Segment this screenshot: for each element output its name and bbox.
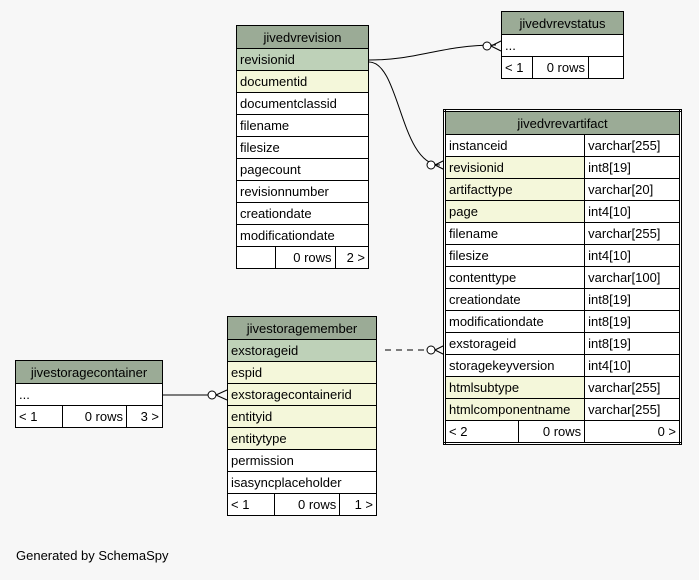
column-artifacttype: artifacttype	[443, 178, 586, 201]
column-htmlcomponentname: htmlcomponentname	[443, 398, 586, 421]
column-instanceid: instanceid	[443, 134, 586, 157]
footer-parents: < 2	[444, 420, 519, 444]
footer-parents	[236, 246, 276, 269]
column-documentid: documentid	[236, 70, 369, 93]
table-title: jivestoragecontainer	[15, 360, 163, 384]
column-pagecount: pagecount	[236, 158, 369, 181]
table-jivedvrevstatus[interactable]: jivedvrevstatus ... < 1 0 rows	[500, 11, 624, 79]
column-filename: filename	[236, 114, 369, 137]
footer-children	[588, 56, 624, 79]
footer-children: 2 >	[334, 246, 370, 269]
column-type: int8[19]	[584, 310, 681, 333]
footer-rows: 0 rows	[532, 56, 589, 79]
footer-children: 1 >	[339, 493, 377, 516]
column-type: varchar[255]	[584, 376, 681, 399]
column-filesize: filesize	[236, 136, 369, 159]
column-permission: permission	[227, 449, 377, 472]
edge-revision-revstatus	[368, 44, 497, 61]
column-type: varchar[20]	[584, 178, 681, 201]
footer-rows: 0 rows	[275, 246, 336, 269]
table-title: jivedvrevartifact	[444, 110, 681, 135]
footer-parents: < 1	[15, 405, 63, 428]
column-creationdate: creationdate	[443, 288, 586, 311]
column-exstorageid: exstorageid	[227, 339, 377, 362]
column-ellipsis: ...	[501, 34, 624, 57]
column-type: varchar[255]	[584, 222, 681, 245]
column-storagekeyversion: storagekeyversion	[443, 354, 586, 377]
column-filename: filename	[443, 222, 586, 245]
generated-by-label: Generated by SchemaSpy	[16, 548, 169, 563]
column-type: int4[10]	[584, 200, 681, 223]
column-exstorageid: exstorageid	[443, 332, 586, 355]
footer-parents: < 1	[227, 493, 275, 516]
edge-crowfoot	[490, 40, 502, 52]
edge-optional-marker	[207, 390, 217, 400]
column-htmlsubtype: htmlsubtype	[443, 376, 586, 399]
column-type: int8[19]	[584, 156, 681, 179]
column-modificationdate: modificationdate	[236, 224, 369, 247]
column-creationdate: creationdate	[236, 202, 369, 225]
column-entityid: entityid	[227, 405, 377, 428]
column-exstoragecontainerid: exstoragecontainerid	[227, 383, 377, 406]
column-type: varchar[255]	[584, 134, 681, 157]
column-revisionnumber: revisionnumber	[236, 180, 369, 203]
footer-children: 0 >	[584, 420, 681, 444]
column-filesize: filesize	[443, 244, 586, 267]
column-type: int8[19]	[584, 288, 681, 311]
table-jivedvrevision[interactable]: jivedvrevision revisionid documentid doc…	[236, 25, 370, 269]
column-entitytype: entitytype	[227, 427, 377, 450]
column-type: varchar[100]	[584, 266, 681, 289]
column-espid: espid	[227, 361, 377, 384]
footer-rows: 0 rows	[273, 493, 341, 516]
table-title: jivestoragemember	[227, 316, 377, 340]
column-isasyncplaceholder: isasyncplaceholder	[227, 471, 377, 494]
edge-optional-marker	[426, 345, 436, 355]
edge-revision-revartifact	[368, 61, 441, 166]
column-page: page	[443, 200, 586, 223]
column-modificationdate: modificationdate	[443, 310, 586, 333]
edge-optional-marker	[426, 160, 436, 170]
table-jivestoragemember[interactable]: jivestoragemember exstorageid espid exst…	[227, 316, 377, 516]
edge-crowfoot	[215, 389, 228, 401]
column-type: int4[10]	[584, 354, 681, 377]
footer-rows: 0 rows	[517, 420, 586, 444]
footer-children: 3 >	[126, 405, 163, 428]
column-ellipsis: ...	[15, 383, 163, 406]
column-revisionid: revisionid	[443, 156, 586, 179]
column-type: int8[19]	[584, 332, 681, 355]
table-jivestoragecontainer[interactable]: jivestoragecontainer ... < 1 0 rows 3 >	[15, 360, 163, 428]
column-type: int4[10]	[584, 244, 681, 267]
table-title: jivedvrevision	[236, 25, 369, 49]
column-revisionid: revisionid	[236, 48, 369, 71]
column-documentclassid: documentclassid	[236, 92, 369, 115]
table-title: jivedvrevstatus	[501, 11, 624, 35]
footer-rows: 0 rows	[61, 405, 128, 428]
column-type: varchar[255]	[584, 398, 681, 421]
column-contenttype: contenttype	[443, 266, 586, 289]
footer-parents: < 1	[500, 56, 534, 79]
edge-optional-marker	[482, 41, 492, 51]
